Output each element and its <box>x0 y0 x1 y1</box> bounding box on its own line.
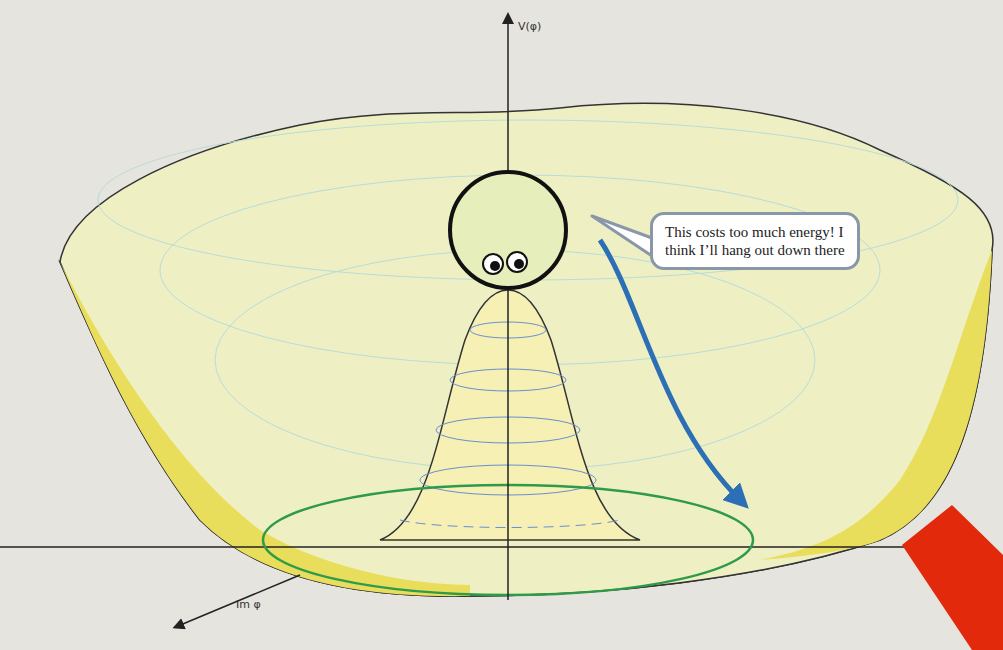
speech-pointer <box>592 216 652 256</box>
hump <box>380 290 640 540</box>
motion-arrow <box>600 240 740 500</box>
red-chevron <box>902 505 1003 650</box>
axis-line <box>507 18 509 600</box>
axis-line <box>0 546 940 548</box>
axis-label: V(φ) <box>518 20 541 33</box>
axis-line <box>178 575 300 626</box>
axis-label: Im φ <box>236 598 261 611</box>
ball-character <box>450 172 566 288</box>
speech-text: This costs too much energy! I think I’ll… <box>665 223 845 259</box>
bowl-rim <box>60 103 993 596</box>
speech-bubble: This costs too much energy! I think I’ll… <box>650 212 860 270</box>
